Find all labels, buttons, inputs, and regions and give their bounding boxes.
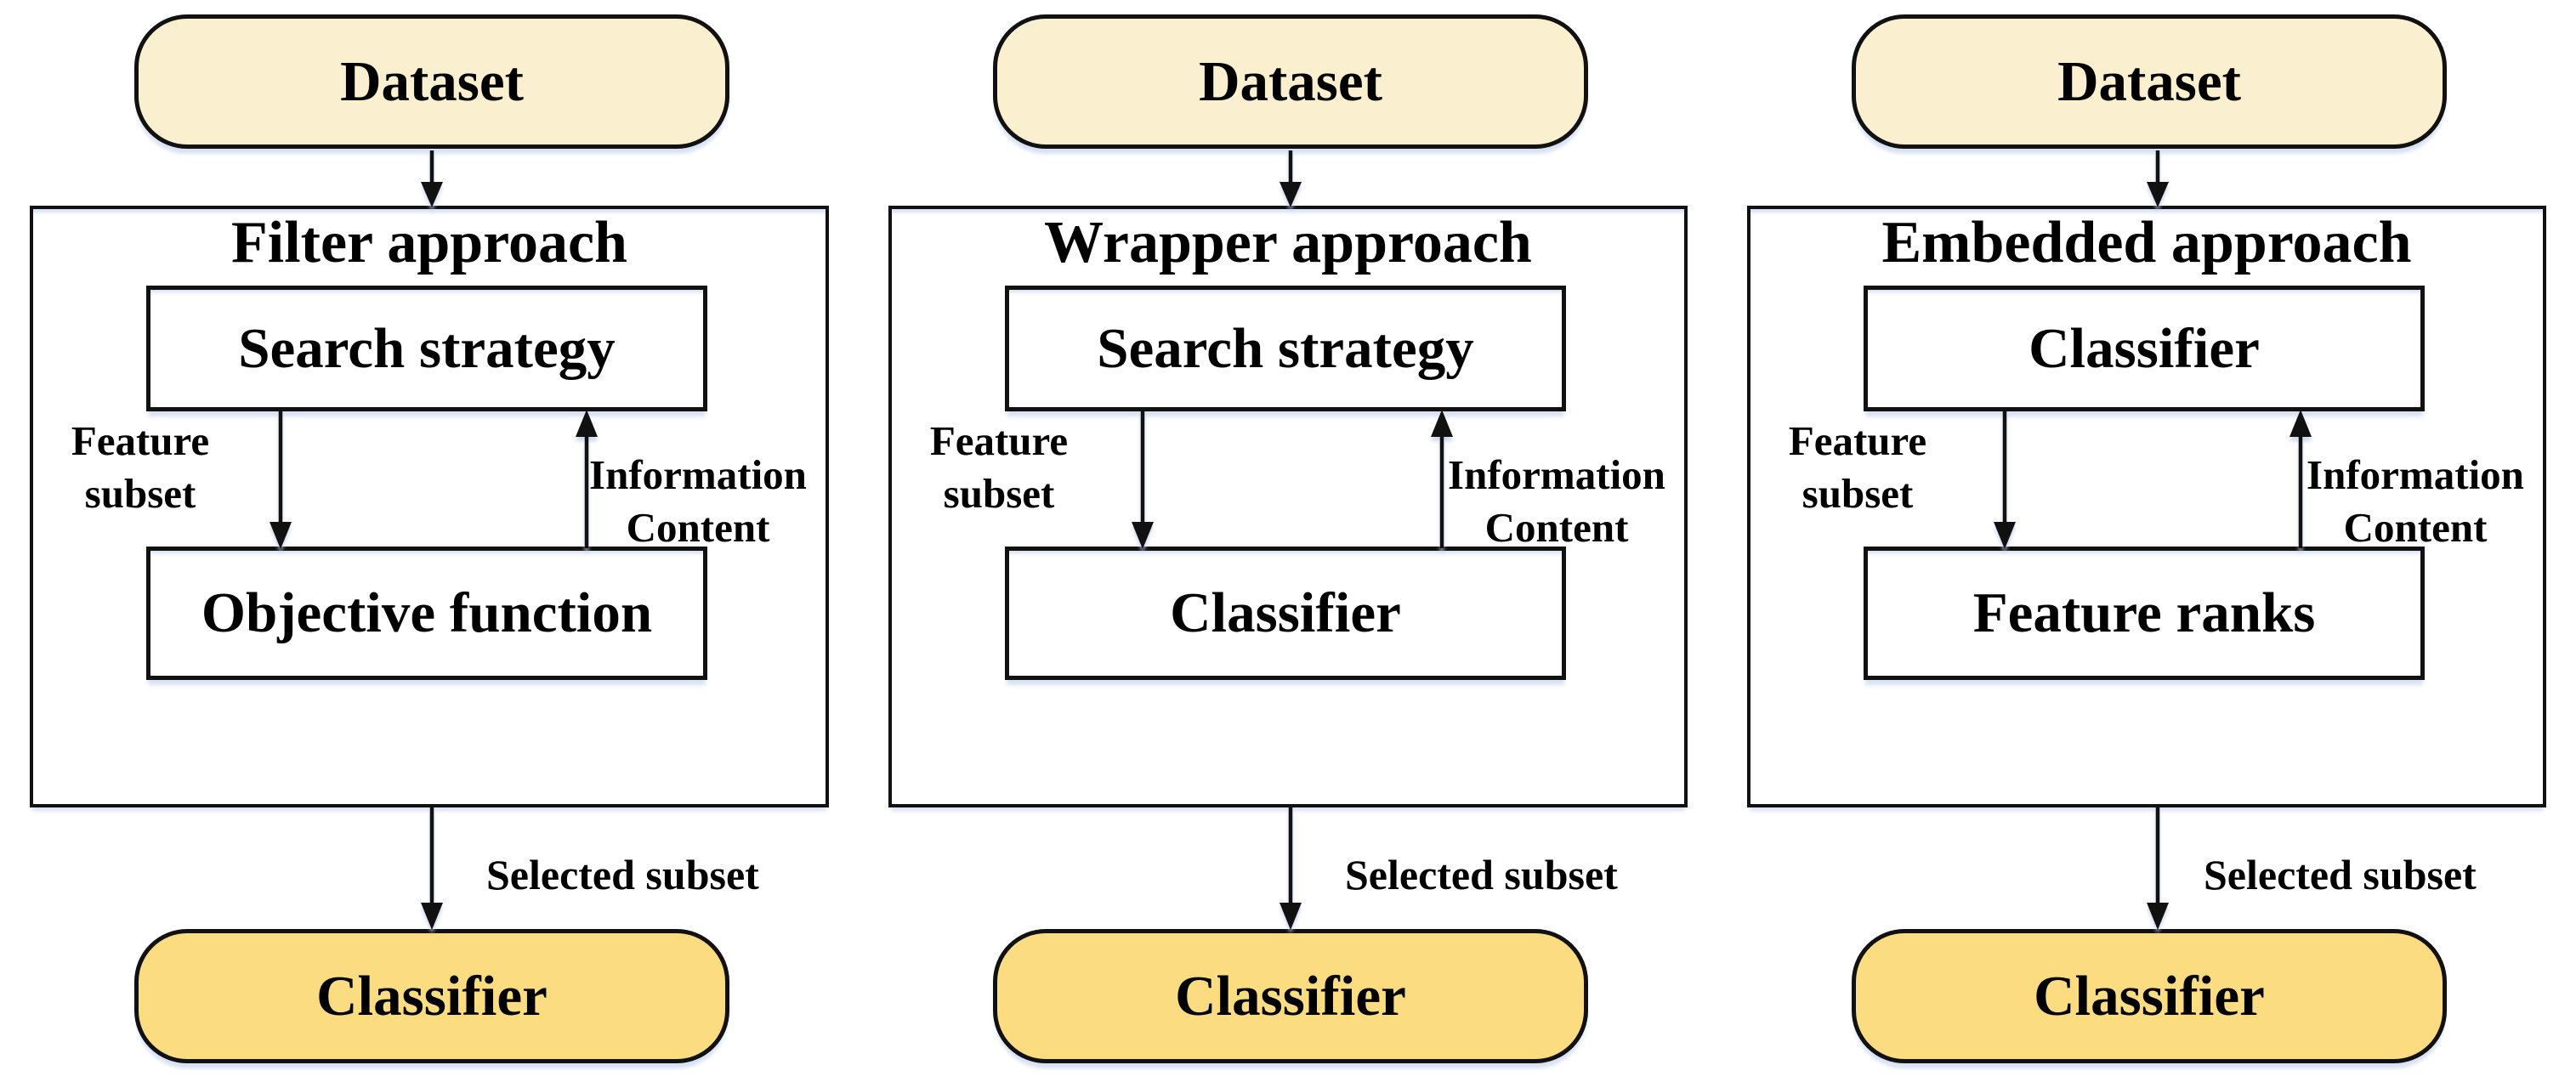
dataset-node: Dataset: [993, 14, 1588, 149]
top-process-box: Search strategy: [146, 286, 707, 411]
selected-subset-arrow-icon: [1279, 807, 1302, 930]
dataset-to-panel-arrow-icon: [2147, 150, 2169, 207]
top-process-label: Search strategy: [238, 316, 616, 380]
bottom-process-label: Classifier: [1170, 581, 1401, 644]
feature-subset-label: Feature subset: [929, 417, 1069, 517]
panel-embedded-approach: Dataset Embedded approach Classifier Fea…: [1717, 0, 2576, 1082]
classifier-label: Classifier: [1175, 964, 1406, 1028]
dataset-label: Dataset: [2057, 49, 2241, 113]
information-content-label: Information Content: [1448, 451, 1665, 551]
panel-wrapper-approach: Dataset Wrapper approach Search strategy…: [859, 0, 1717, 1082]
bottom-process-box: Classifier: [1005, 547, 1566, 680]
dataset-label: Dataset: [1199, 49, 1382, 113]
bottom-process-label: Objective function: [201, 581, 653, 644]
panel-title: Wrapper approach: [1044, 210, 1532, 275]
classifier-node: Classifier: [993, 929, 1588, 1063]
bottom-process-box: Feature ranks: [1864, 547, 2425, 680]
panel-title: Embedded approach: [1881, 210, 2412, 275]
information-content-label: Information Content: [589, 451, 807, 551]
top-process-box: Search strategy: [1005, 286, 1566, 411]
dataset-to-panel-arrow-icon: [1279, 150, 1302, 207]
classifier-label: Classifier: [316, 964, 548, 1028]
selected-subset-label: Selected subset: [2204, 851, 2477, 898]
dataset-node: Dataset: [134, 14, 729, 149]
bottom-process-box: Objective function: [146, 547, 707, 680]
bottom-process-label: Feature ranks: [1972, 581, 2316, 644]
panel-filter-approach: Dataset Filter approach Search strategy …: [0, 0, 859, 1082]
selected-subset-label: Selected subset: [1345, 851, 1618, 898]
classifier-node: Classifier: [1852, 929, 2447, 1063]
selected-subset-arrow-icon: [2147, 807, 2169, 930]
top-process-box: Classifier: [1864, 286, 2425, 411]
dataset-node: Dataset: [1852, 14, 2447, 149]
top-process-label: Search strategy: [1097, 316, 1474, 380]
classifier-label: Classifier: [2034, 964, 2265, 1028]
feature-subset-label: Feature subset: [71, 417, 210, 517]
top-process-label: Classifier: [2028, 316, 2260, 380]
feature-subset-label: Feature subset: [1788, 417, 1927, 517]
information-content-label: Information Content: [2306, 451, 2524, 551]
dataset-to-panel-arrow-icon: [421, 150, 443, 207]
dataset-label: Dataset: [340, 49, 524, 113]
selected-subset-arrow-icon: [421, 807, 443, 930]
selected-subset-label: Selected subset: [486, 851, 759, 898]
panel-title: Filter approach: [230, 210, 627, 275]
classifier-node: Classifier: [134, 929, 729, 1063]
